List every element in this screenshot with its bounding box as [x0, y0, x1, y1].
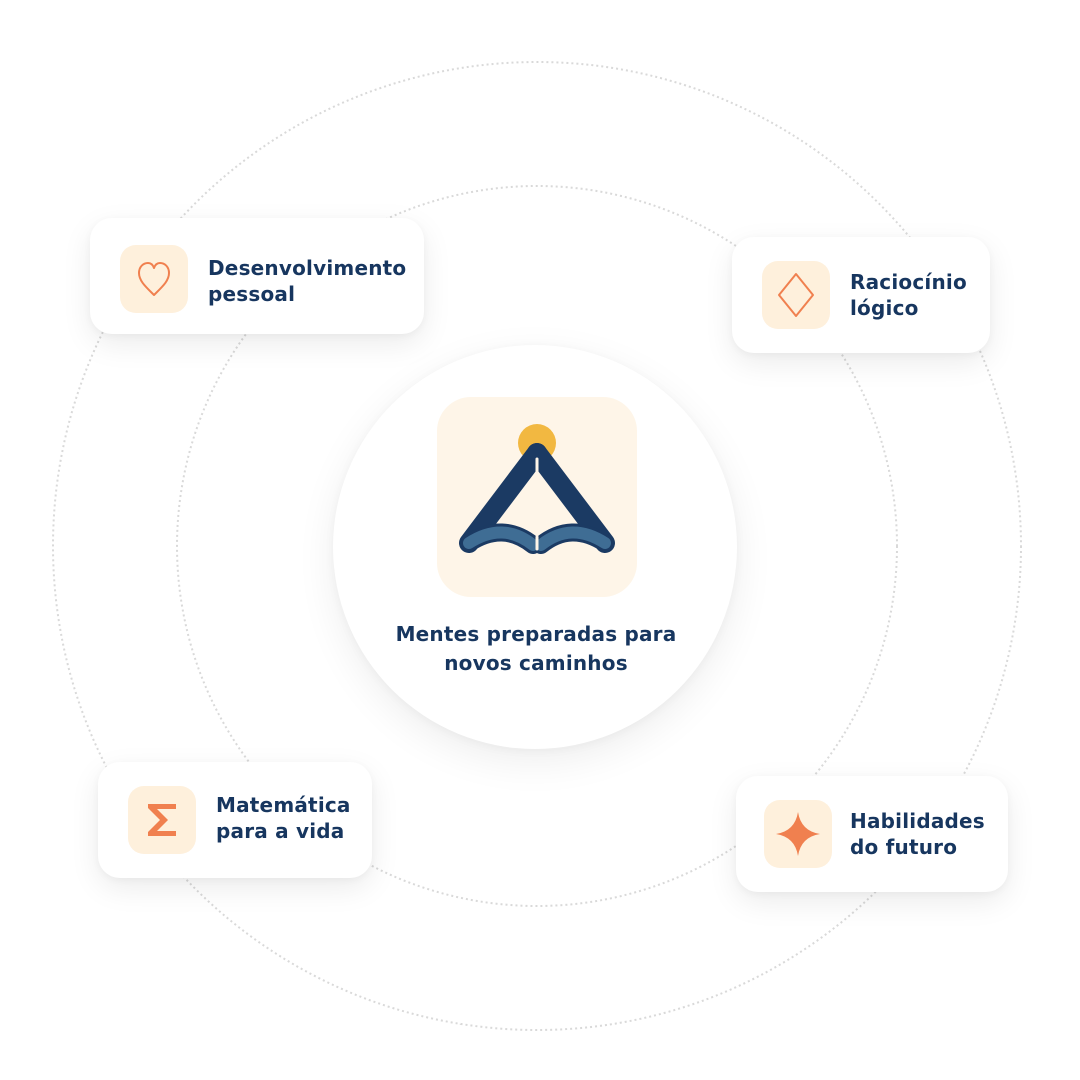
- outer-orbit-ring: [52, 61, 1022, 1031]
- diamond-icon: [778, 273, 814, 317]
- card-label: Matemática para a vida: [216, 792, 351, 844]
- card-label-line-2: lógico: [850, 296, 919, 320]
- sparkle-icon: [776, 812, 820, 856]
- card-label-line-1: Raciocínio: [850, 270, 967, 294]
- card-habilidades-do-futuro: Habilidades do futuro: [736, 776, 1008, 892]
- logo-tile: [437, 397, 637, 597]
- card-icon-tile: [128, 786, 196, 854]
- heart-icon: [138, 262, 170, 296]
- card-icon-tile: [764, 800, 832, 868]
- inner-orbit-ring: [176, 185, 898, 907]
- card-desenvolvimento-pessoal: Desenvolvimento pessoal: [90, 218, 424, 334]
- center-title-line-2: novos caminhos: [444, 651, 628, 675]
- card-matematica-para-a-vida: Matemática para a vida: [98, 762, 372, 878]
- card-label-line-1: Habilidades: [850, 809, 985, 833]
- card-icon-tile: [120, 245, 188, 313]
- card-icon-tile: [762, 261, 830, 329]
- card-label: Desenvolvimento pessoal: [208, 255, 406, 307]
- card-label-line-2: do futuro: [850, 835, 958, 859]
- open-book-triangle-logo-icon: [459, 424, 615, 554]
- center-title-line-1: Mentes preparadas para: [395, 622, 677, 646]
- card-label-line-1: Matemática: [216, 793, 351, 817]
- center-title: Mentes preparadas para novos caminhos: [360, 620, 712, 678]
- card-label: Habilidades do futuro: [850, 808, 985, 860]
- sigma-icon: [148, 804, 176, 836]
- card-label-line-2: pessoal: [208, 282, 296, 306]
- card-raciocinio-logico: Raciocínio lógico: [732, 237, 990, 353]
- card-label: Raciocínio lógico: [850, 269, 967, 321]
- card-label-line-2: para a vida: [216, 819, 345, 843]
- card-label-line-1: Desenvolvimento: [208, 256, 407, 280]
